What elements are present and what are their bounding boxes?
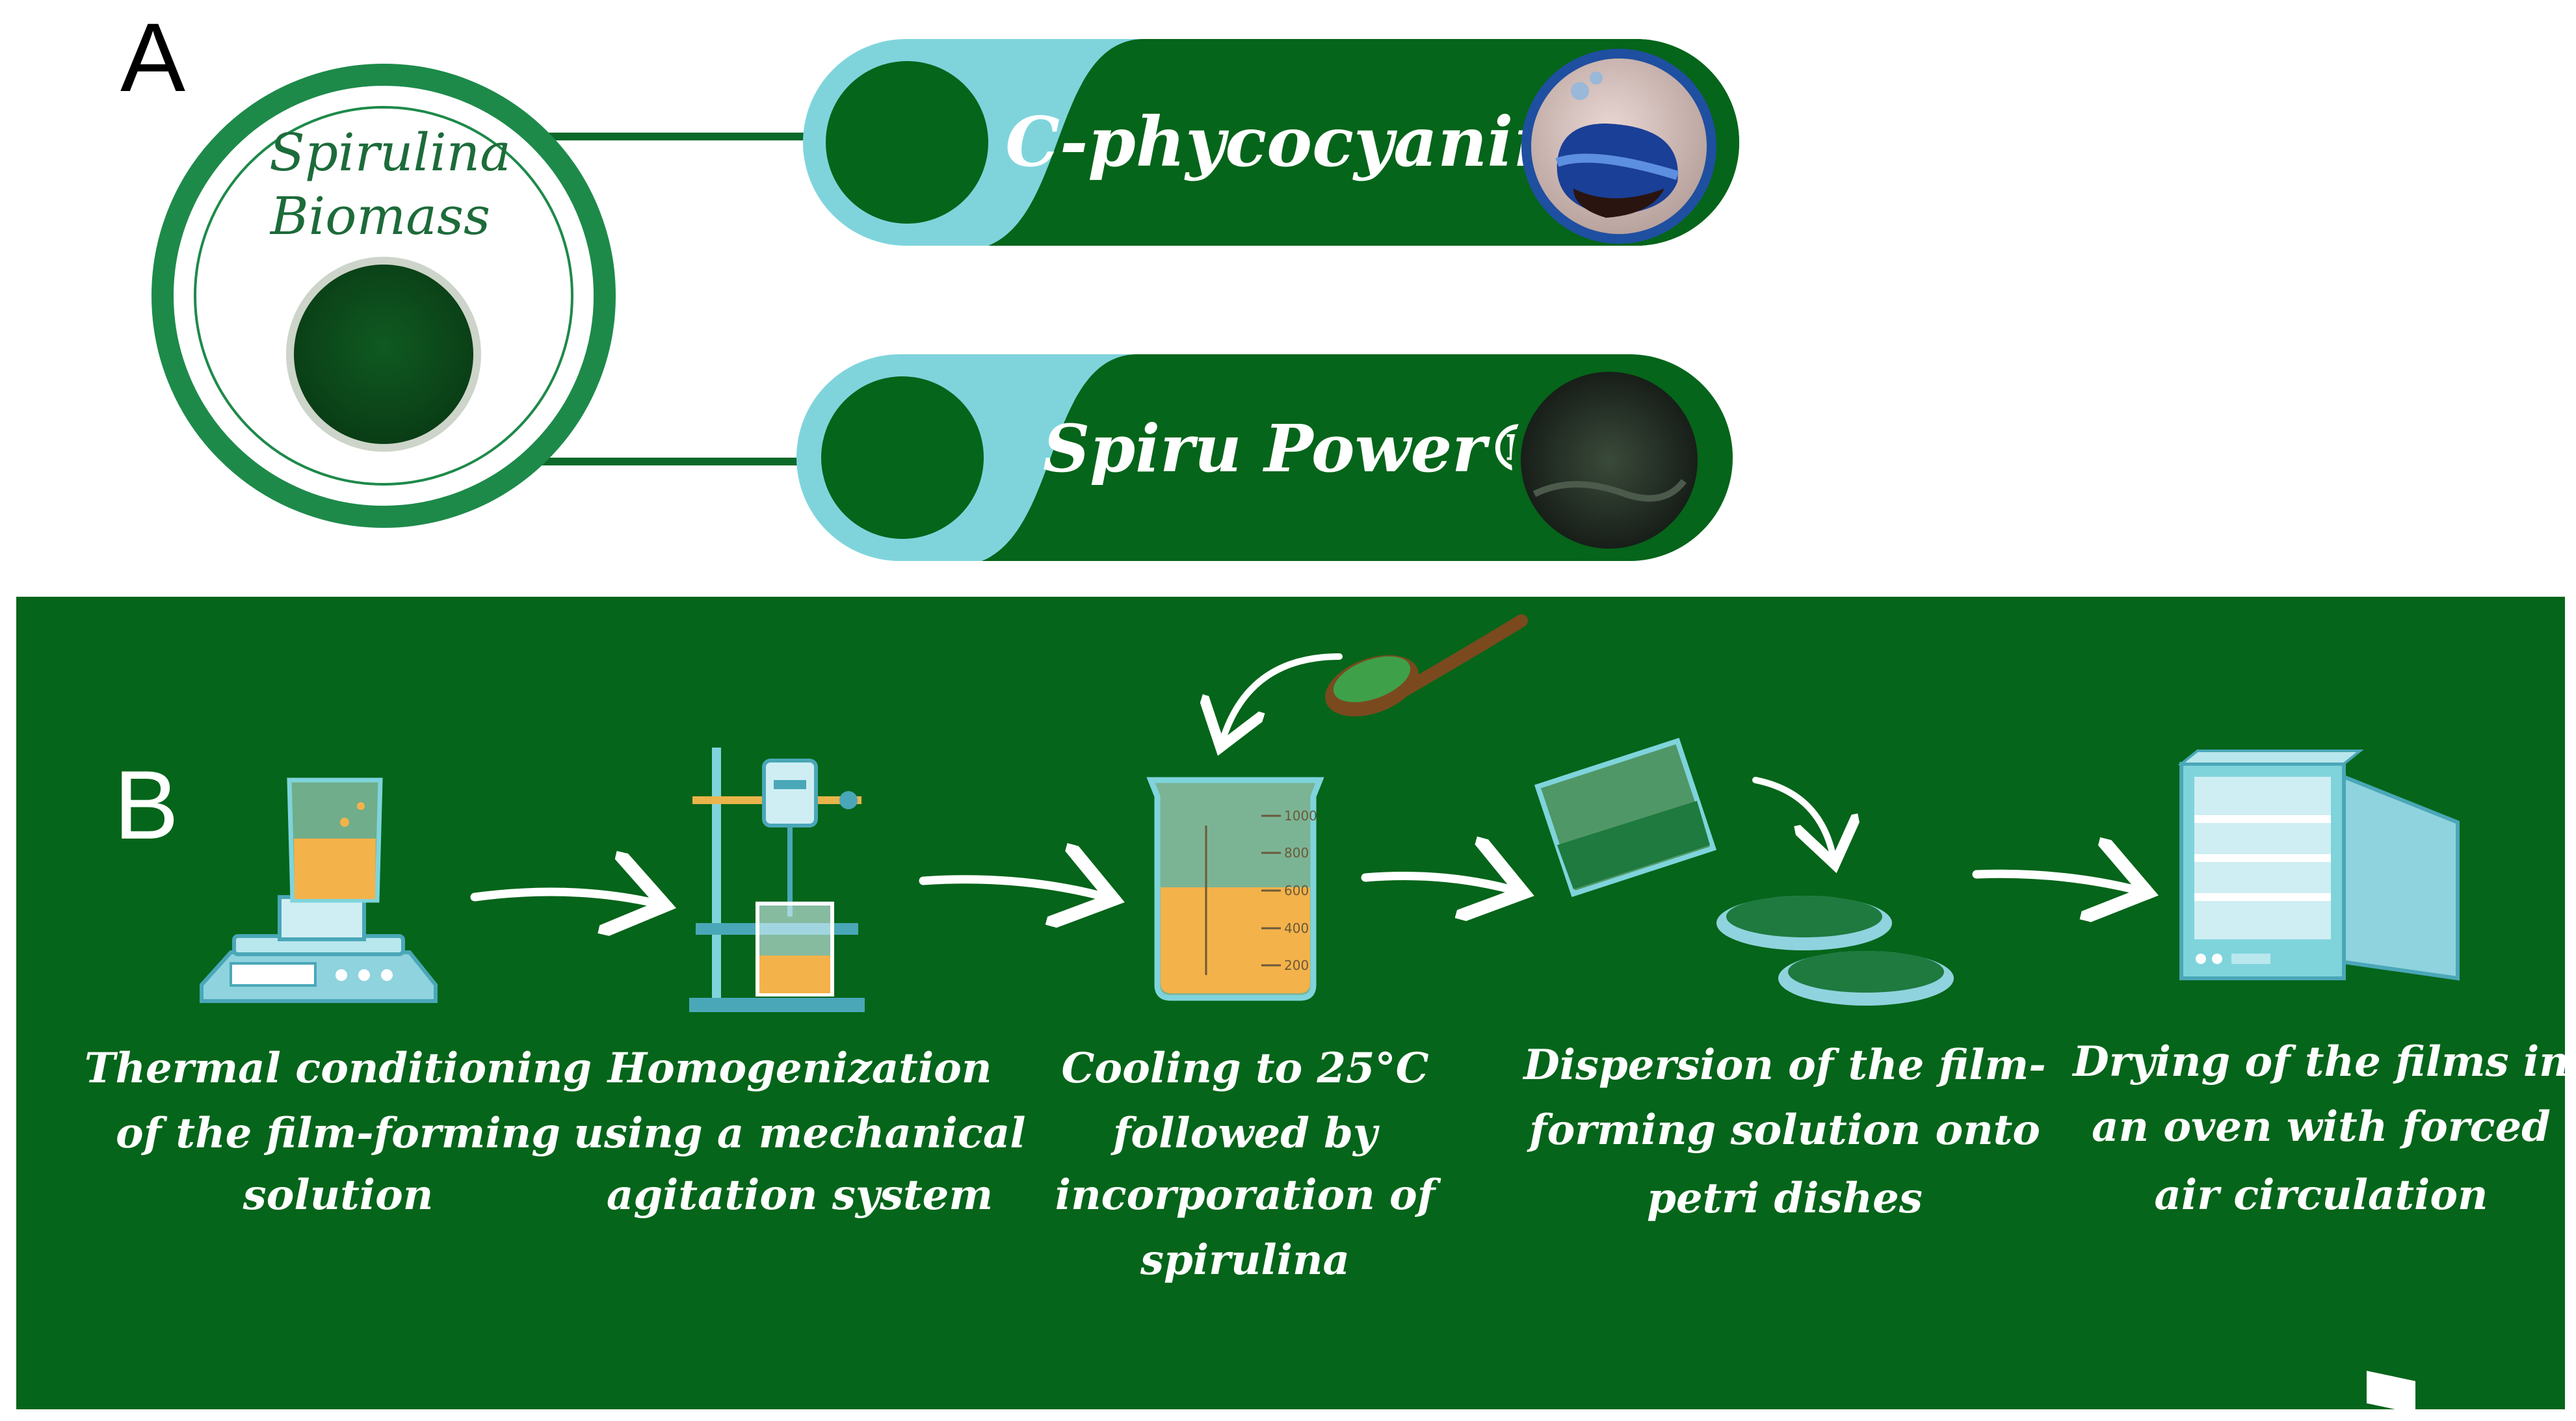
powder-dish-icon [286,257,481,452]
panel-b-background [16,597,2565,1409]
beaker-tick-label: 600 [1284,883,1309,898]
step-1-line: of the film-forming [116,1109,560,1158]
biomass-label-line1: Spirulina [269,122,511,183]
spirupower-label: Spiru Power® [1043,410,1551,487]
blue-flask-photo-icon [1521,49,1716,244]
graduated-beaker-icon: 1000 800 600 400 200 [1146,777,1324,1001]
step-caption-2: Homogenization using a mechanical agitat… [573,1044,1025,1219]
beaker-tick-label: 1000 [1284,808,1317,824]
step-2-line: using a mechanical [573,1109,1025,1158]
step-1-line: Thermal conditioning [85,1044,592,1093]
spirulina-biomass-circle: Spirulina Biomass [151,64,616,528]
panel-b-letter: B [114,750,179,859]
spirupower-pill: Spiru Power® [796,354,1733,561]
step-caption-5: Drying of the films in an oven with forc… [2071,1037,2569,1219]
black-powder-photo-icon [1512,363,1707,558]
pouring-beaker-icon [1534,737,1717,898]
step-arrow-2 [919,880,1105,897]
scale-with-beaker-icon [200,777,438,1003]
spoon-to-beaker-arrow [1222,653,1343,741]
biomass-label-line2: Biomass [269,186,490,246]
c-phycocyanin-label: C-phycocyanin [1005,101,1562,182]
petri-dishes-icon [1716,896,1954,1006]
spirulina-spoon-icon [1325,614,1528,717]
step-5-line: an oven with forced [2092,1102,2551,1151]
step-3-line: incorporation of [1055,1171,1441,1219]
step-caption-1: Thermal conditioning of the film-forming… [85,1044,592,1219]
step-2-line: agitation system [607,1171,993,1219]
beaker-tick-label: 800 [1284,845,1309,861]
panel-a-letter: A [120,3,185,112]
step-3-line: Cooling to 25°C [1061,1044,1428,1093]
beaker-tick-label: 200 [1284,958,1309,973]
step-arrow-4 [1972,874,2139,891]
step-1-line: solution [243,1171,434,1219]
step-3-line: followed by [1111,1109,1380,1158]
step-4-line: petri dishes [1647,1174,1923,1223]
step-caption-3: Cooling to 25°C followed by incorporatio… [1055,1044,1441,1284]
c-phycocyanin-pill: C-phycocyanin [803,39,1739,246]
step-caption-4: Dispersion of the film- forming solution… [1522,1041,2046,1223]
step-arrow-3 [1361,876,1515,891]
step-4-line: Dispersion of the film- [1522,1041,2046,1089]
step-4-line: forming solution onto [1527,1106,2040,1154]
drying-oven-icon [2177,750,2460,1414]
step-3-line: spirulina [1140,1236,1350,1284]
step-2-line: Homogenization [607,1044,992,1093]
pour-arrow [1752,777,1833,858]
mechanical-stirrer-icon [689,748,865,1012]
step-5-line: Drying of the films in [2071,1037,2569,1086]
step-5-line: air circulation [2154,1171,2488,1219]
step-arrow-1 [470,892,657,904]
beaker-tick-label: 400 [1284,920,1309,936]
